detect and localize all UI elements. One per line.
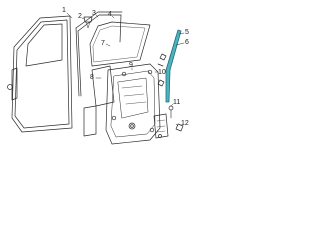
leader-lines [66, 12, 185, 127]
callout-7: 7 [101, 40, 105, 47]
door-shell [7, 15, 73, 133]
highlighted-part [165, 29, 182, 103]
diagram-drawing [7, 11, 185, 145]
callout-12: 12 [181, 120, 189, 127]
callout-9: 9 [129, 62, 133, 69]
regulator-panel [105, 63, 161, 145]
run-channel [75, 11, 123, 97]
callout-1: 1 [62, 7, 66, 14]
callout-4: 4 [108, 11, 112, 18]
rear-door-parts-diagram: 1 2 3 4 5 6 7 8 9 10 11 12 [0, 0, 200, 147]
callout-8: 8 [90, 74, 94, 81]
callout-3: 3 [92, 10, 96, 17]
callout-6: 6 [185, 39, 189, 46]
trim-plate [83, 65, 115, 137]
callout-10: 10 [158, 69, 166, 76]
callout-11: 11 [173, 99, 181, 106]
door-glass [89, 21, 151, 67]
callout-5: 5 [185, 29, 189, 36]
latch-actuator [153, 113, 169, 139]
callout-2: 2 [78, 13, 82, 20]
